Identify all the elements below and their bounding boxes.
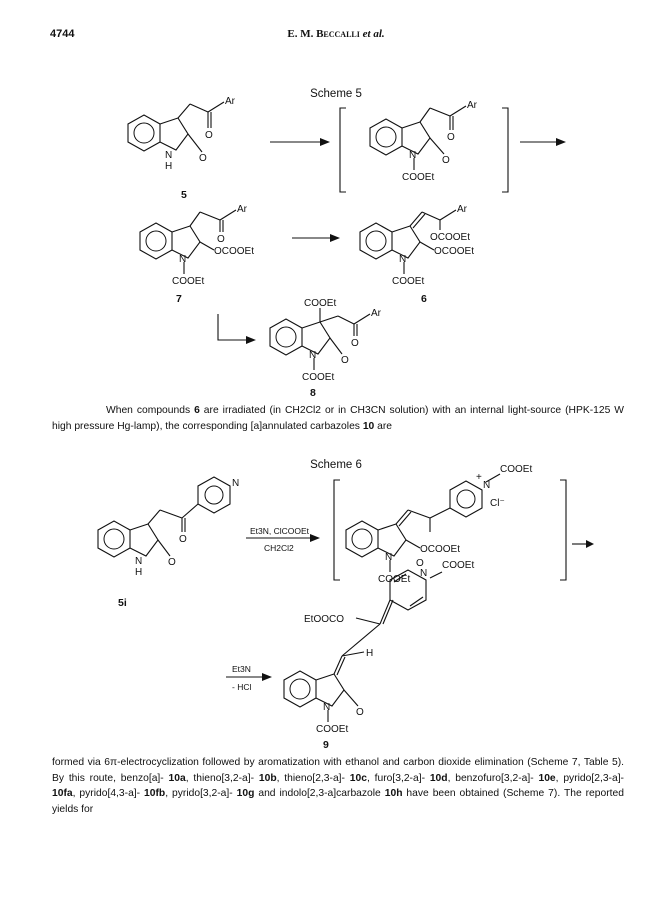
compound-ref: 10g bbox=[236, 788, 255, 799]
atom-o: O bbox=[356, 707, 364, 718]
atom-ar: Ar bbox=[457, 204, 468, 215]
pyridinium-intermediate-structure: + N COOEt Cl⁻ OCOOEt N O COOEt bbox=[345, 464, 532, 585]
atom-ar: Ar bbox=[371, 308, 382, 319]
atom-ar: Ar bbox=[467, 100, 478, 111]
label-compound-8: 8 bbox=[310, 387, 316, 399]
atom-n: N bbox=[323, 702, 330, 713]
atom-chloride: Cl⁻ bbox=[490, 498, 505, 509]
compound-ref: 10h bbox=[384, 788, 403, 799]
compound-ref: 10c bbox=[349, 772, 367, 784]
atom-n: N bbox=[179, 254, 186, 265]
label-compound-5i: 5i bbox=[118, 597, 127, 609]
atom-n: N bbox=[409, 150, 416, 161]
atom-o: O bbox=[179, 534, 187, 545]
atom-cooet: COOEt bbox=[392, 276, 424, 287]
atom-o: O bbox=[205, 130, 213, 141]
label-compound-9: 9 bbox=[323, 739, 329, 751]
atom-n: N bbox=[165, 150, 172, 161]
atom-cooet: COOEt bbox=[442, 560, 474, 571]
atom-n: N bbox=[385, 552, 392, 563]
atom-o: O bbox=[416, 558, 424, 569]
compound-6-structure: Ar OCOOEt N OCOOEt COOEt bbox=[359, 204, 474, 287]
atom-plus: + bbox=[476, 472, 482, 483]
compound-ref: 10a bbox=[168, 772, 186, 784]
atom-h: H bbox=[366, 648, 373, 659]
atom-ar: Ar bbox=[225, 96, 236, 107]
scheme5-title: Scheme 5 bbox=[310, 88, 362, 100]
atom-ocooet: OCOOEt bbox=[434, 246, 474, 257]
compound-ref: 10fb bbox=[144, 788, 166, 799]
compound-ref: 10fa bbox=[52, 788, 73, 799]
scheme6-diagram: N O N H O 5i Et3N, ClCOOEt CH2Cl2 + N CO… bbox=[97, 464, 594, 751]
label-compound-5: 5 bbox=[181, 189, 187, 201]
running-head: E. M. Beccalli et al. bbox=[0, 28, 672, 40]
compound-7-structure: Ar O N OCOOEt COOEt bbox=[139, 204, 254, 287]
reagent-solvent: CH2Cl2 bbox=[264, 543, 294, 553]
running-head-author: E. M. Beccalli bbox=[287, 28, 360, 40]
scheme6-title: Scheme 6 bbox=[310, 459, 362, 471]
paragraph-2: formed via 6π-electrocyclization followe… bbox=[52, 757, 624, 815]
compound-5-structure: Ar O N H O bbox=[127, 96, 236, 172]
reagent-base: Et3N bbox=[232, 664, 251, 674]
label-compound-6: 6 bbox=[421, 293, 427, 305]
atom-n: N bbox=[399, 254, 406, 265]
scheme5-diagram: Ar O N H O 5 Ar O N O COOEt bbox=[127, 96, 566, 399]
compound-ref: 10e bbox=[538, 772, 556, 784]
atom-cooet: COOEt bbox=[316, 724, 348, 735]
atom-h: H bbox=[165, 161, 172, 172]
compound-ref: 6 bbox=[194, 405, 200, 416]
compound-ref: 10d bbox=[429, 772, 448, 784]
paragraph-1: When compounds 6 are irradiated (in CH2C… bbox=[52, 405, 625, 432]
atom-n: N bbox=[420, 568, 427, 579]
atom-cooet: COOEt bbox=[402, 172, 434, 183]
running-head-etal: et al. bbox=[362, 28, 385, 40]
atom-etoocoo: EtOOCO bbox=[304, 614, 344, 625]
atom-cooet: COOEt bbox=[172, 276, 204, 287]
atom-n: N bbox=[483, 480, 490, 491]
atom-cooet: COOEt bbox=[378, 574, 410, 585]
atom-o: O bbox=[168, 557, 176, 568]
atom-o: O bbox=[442, 155, 450, 166]
compound-ref: 10 bbox=[362, 420, 375, 432]
atom-cooet: COOEt bbox=[302, 372, 334, 383]
label-compound-7: 7 bbox=[176, 293, 182, 305]
compound-9-structure: N COOEt EtOOCO H N O COOEt bbox=[283, 560, 474, 735]
page-number: 4744 bbox=[50, 28, 75, 40]
atom-n: N bbox=[232, 478, 239, 489]
compound-8-structure: COOEt Ar O N O COOEt bbox=[269, 298, 382, 383]
atom-h: H bbox=[135, 567, 142, 578]
compound-ref: 10b bbox=[258, 772, 277, 784]
atom-o: O bbox=[447, 132, 455, 143]
atom-o: O bbox=[217, 234, 225, 245]
atom-cooet: COOEt bbox=[304, 298, 336, 309]
intermediate-structure: Ar O N O COOEt bbox=[369, 100, 478, 183]
reagent-top: Et3N, ClCOOEt bbox=[250, 526, 310, 536]
atom-n: N bbox=[309, 350, 316, 361]
atom-o: O bbox=[351, 338, 359, 349]
atom-cooet: COOEt bbox=[500, 464, 532, 475]
atom-ocooet: OCOOEt bbox=[420, 544, 460, 555]
atom-o: O bbox=[341, 355, 349, 366]
atom-n: N bbox=[135, 556, 142, 567]
atom-o: O bbox=[199, 153, 207, 164]
atom-ar: Ar bbox=[237, 204, 248, 215]
atom-ocooet: OCOOEt bbox=[214, 246, 254, 257]
compound-5i-structure: N O N H O bbox=[97, 476, 239, 578]
reagent-hcl: - HCl bbox=[232, 682, 251, 692]
atom-ocooet: OCOOEt bbox=[430, 232, 470, 243]
